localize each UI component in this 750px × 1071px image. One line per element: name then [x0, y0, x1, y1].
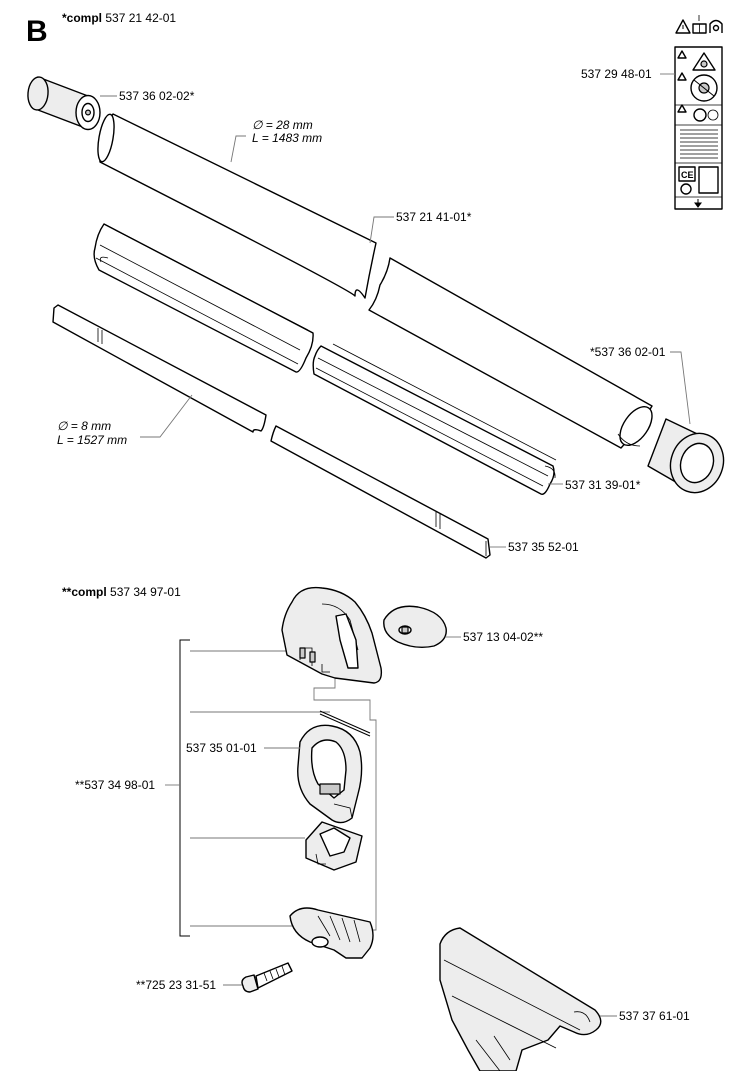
- rod-diameter-dimension: ∅ = 8 mm: [57, 419, 111, 433]
- part-label-537-13-04-02: 537 13 04-02**: [463, 630, 543, 644]
- shaft-end-cap-bottom: [647, 418, 725, 494]
- tube-length-dimension: L = 1483 mm: [252, 131, 322, 145]
- clamp-assembly-number: 537 34 97-01: [110, 585, 181, 599]
- warning-icon: [677, 50, 687, 113]
- clamp-insert: [305, 821, 363, 871]
- clamp-pin: [319, 710, 371, 734]
- noise-level-label: [698, 166, 719, 194]
- rod-length-dimension: L = 1527 mm: [57, 433, 127, 447]
- part-label-537-36-02-01: *537 36 02-01: [590, 345, 666, 359]
- part-label-537-35-52-01: 537 35 52-01: [508, 540, 579, 554]
- part-label-537-34-98-01: **537 34 98-01: [75, 778, 155, 792]
- clamp-trigger: [297, 724, 363, 824]
- clamp-assembly-header: **compl 537 34 97-01: [62, 585, 181, 599]
- part-label-725-23-31-51: **725 23 31-51: [136, 978, 216, 992]
- warning-icon: [675, 19, 691, 34]
- drive-shaft: [52, 304, 491, 559]
- tube-diameter-dimension: ∅ = 28 mm: [252, 118, 313, 132]
- ce-mark: CE: [681, 170, 694, 180]
- shaft-liner: [93, 223, 557, 495]
- clamp-bolt: [241, 962, 293, 993]
- warning-decal: CE: [674, 46, 723, 210]
- shaft-end-cap-top: [27, 76, 101, 131]
- part-label-537-31-39-01: 537 31 39-01*: [565, 478, 641, 492]
- part-label-537-21-41-01: 537 21 41-01*: [396, 210, 472, 224]
- clamp-upper-housing: [281, 586, 383, 684]
- header-warning-icons: [675, 15, 723, 34]
- clamp-lower-housing: [289, 907, 374, 959]
- clamp-assembly-marker: **compl: [62, 585, 107, 599]
- shaft-assembly-header: *compl 537 21 42-01: [62, 11, 176, 25]
- manual-book-icon: [692, 15, 707, 34]
- approval-text-block: [680, 129, 718, 159]
- hearing-protection-icon: [709, 19, 723, 33]
- clamp-knob: [383, 605, 447, 649]
- protective-gear-icon: [693, 108, 707, 122]
- handle-grip: [439, 927, 602, 1071]
- part-label-537-36-02-02: 537 36 02-02*: [119, 89, 195, 103]
- shaft-assembly-marker: *compl: [62, 11, 102, 25]
- outer-tube: [97, 113, 653, 449]
- arrow-down-icon: [694, 199, 702, 208]
- shaft-assembly-number: 537 21 42-01: [105, 11, 176, 25]
- part-label-537-29-48-01: 537 29 48-01: [581, 67, 652, 81]
- part-label-537-35-01-01: 537 35 01-01: [186, 741, 257, 755]
- assembly-bracket: [179, 639, 190, 937]
- section-letter: B: [26, 15, 48, 48]
- part-label-537-37-61-01: 537 37 61-01: [619, 1009, 690, 1023]
